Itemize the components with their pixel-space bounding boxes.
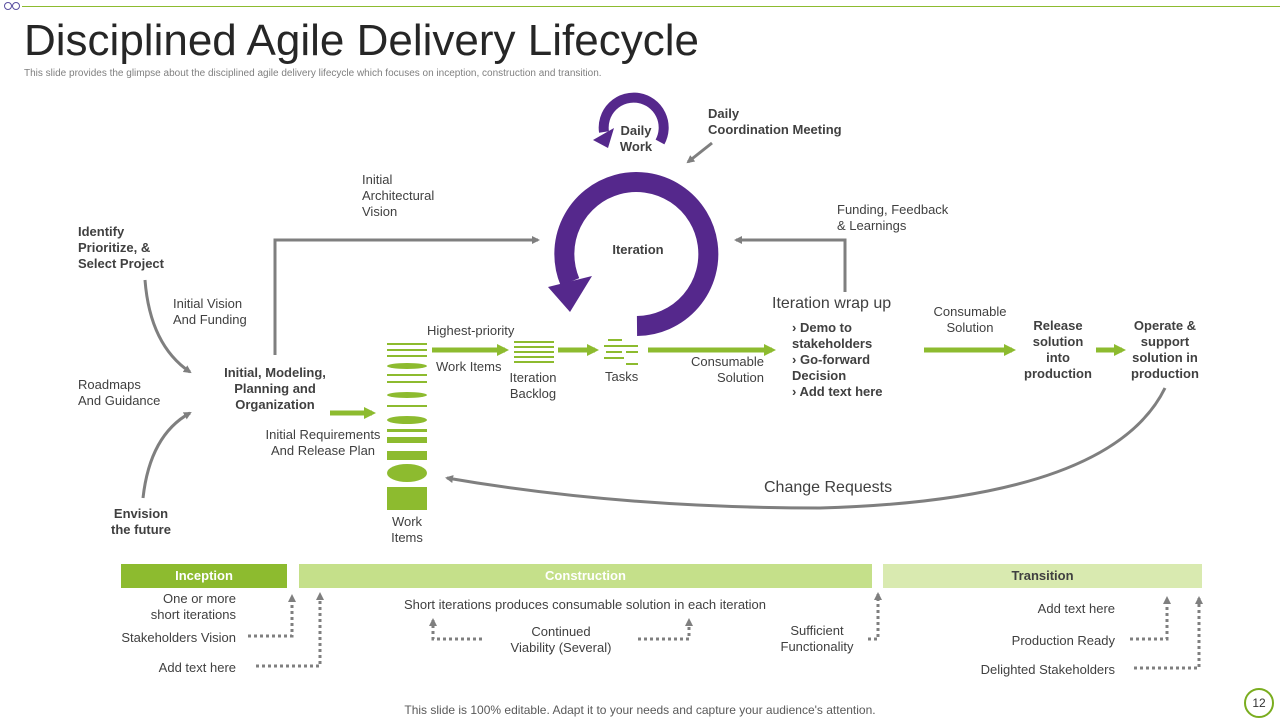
tasks-icon xyxy=(604,339,638,365)
initial-requirements-label: Initial Requirements And Release Plan xyxy=(265,427,381,458)
connector-add-text-inception xyxy=(256,592,324,668)
consumable-solution-label: Consumable Solution xyxy=(691,354,764,385)
funding-feedback-label: Funding, Feedback & Learnings xyxy=(837,202,949,233)
envision-label: Envision the future xyxy=(111,506,171,537)
arrow-funding-feedback xyxy=(734,236,847,292)
wrap-item-go-forward: Go-forward Decision xyxy=(792,352,870,384)
operate-support-label: Operate & support solution in production xyxy=(1131,318,1199,381)
identify-label: Identify Prioritize, & Select Project xyxy=(78,224,164,271)
page-title: Disciplined Agile Delivery Lifecycle xyxy=(24,16,699,65)
work-items-stack-icon xyxy=(387,343,427,510)
iteration-backlog-label: Iteration Backlog xyxy=(509,370,557,401)
daily-coordination-label: Daily Coordination Meeting xyxy=(708,106,842,137)
consumable-solution-2-label: Consumable Solution xyxy=(933,304,1007,335)
top-rule xyxy=(22,6,1280,7)
iteration-cycle-arrowhead-icon xyxy=(548,276,592,312)
connector-viability-left xyxy=(429,618,482,641)
initial-vision-label: Initial Vision And Funding xyxy=(173,296,247,327)
decor-dot-icon xyxy=(12,2,20,10)
phase-transition: Transition xyxy=(883,564,1202,588)
roadmaps-label: Roadmaps And Guidance xyxy=(78,377,161,408)
highest-priority-label: Highest-priority xyxy=(427,323,515,338)
iteration-label: Iteration xyxy=(612,242,664,257)
note-sufficient-functionality: Sufficient Functionality xyxy=(780,623,854,654)
note-add-text-transition: Add text here xyxy=(1037,601,1115,616)
iteration-wrap-up-title: Iteration wrap up xyxy=(772,295,892,312)
connector-viability-right xyxy=(638,618,693,641)
connector-stakeholders-vision xyxy=(248,594,296,638)
connector-sufficient xyxy=(868,592,882,641)
note-short-iterations: Short iterations produces consumable sol… xyxy=(403,597,767,612)
note-production-ready: Production Ready xyxy=(1011,633,1115,648)
wrap-item-add-text: Add text here xyxy=(792,384,882,400)
wrap-item-demo: Demo to stakeholders xyxy=(792,320,872,352)
daily-work-arrowhead-icon xyxy=(593,128,614,148)
arrow-identify-to-planning xyxy=(143,279,192,374)
phase-inception: Inception xyxy=(121,564,287,588)
release-solution-label: Release solution into production xyxy=(1024,318,1092,381)
note-stakeholders-vision: Stakeholders Vision xyxy=(121,630,236,645)
arrow-architectural-vision xyxy=(273,236,540,355)
footer-text: This slide is 100% editable. Adapt it to… xyxy=(404,703,876,717)
page-number: 12 xyxy=(1244,688,1274,718)
iteration-cycle-icon xyxy=(554,172,719,336)
decor-dot-icon xyxy=(4,2,12,10)
daily-work-label: Daily Work xyxy=(619,123,653,154)
arrow-envision-to-planning xyxy=(141,411,192,499)
page-subtitle: This slide provides the glimpse about th… xyxy=(24,68,602,79)
work-items-stack-label: Work Items xyxy=(391,514,423,545)
arrow-change-requests xyxy=(445,387,1167,510)
iteration-backlog-icon xyxy=(514,341,554,363)
initial-modeling-label: Initial, Modeling, Planning and Organiza… xyxy=(224,365,326,412)
connector-production-ready xyxy=(1130,596,1171,641)
phase-construction: Construction xyxy=(299,564,872,588)
note-add-text-inception: Add text here xyxy=(158,660,236,675)
daily-work-cycle-icon xyxy=(598,92,669,145)
note-delighted-stakeholders: Delighted Stakeholders xyxy=(980,662,1115,677)
work-items-label: Work Items xyxy=(436,359,502,374)
note-one-or-more: One or more short iterations xyxy=(150,591,236,622)
change-requests-label: Change Requests xyxy=(764,479,893,496)
tasks-label: Tasks xyxy=(605,369,639,384)
note-continued-viability: Continued Viability (Several) xyxy=(510,624,612,655)
architectural-vision-label: Initial Architectural Vision xyxy=(362,172,435,219)
arrow-daily-coordination xyxy=(686,141,713,164)
